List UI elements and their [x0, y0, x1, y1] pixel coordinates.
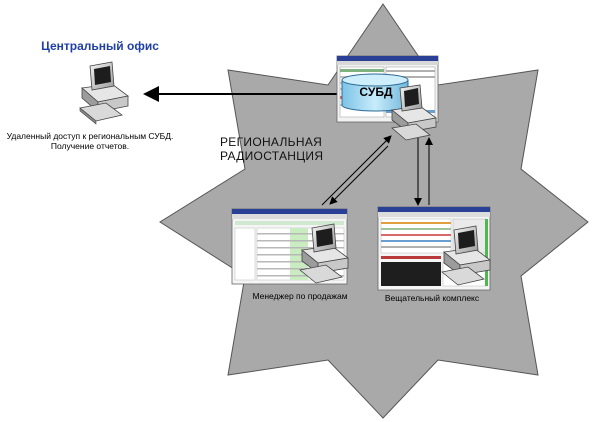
sales-computer-icon	[299, 223, 349, 284]
broadcast-computer-icon	[441, 225, 491, 286]
database-label: СУБД	[359, 85, 393, 99]
office-computer-icon	[79, 61, 129, 125]
sales-manager-label: Менеджер по продажам	[252, 291, 348, 301]
arrow-server-to-sales	[329, 145, 389, 205]
arrow-sales-to-server	[321, 135, 392, 206]
central-office-title: Центральный офис	[41, 39, 159, 53]
region-label: РЕГИОНАЛЬНАЯ РАДИОСТАНЦИЯ	[220, 135, 324, 163]
central-office-description: Удаленный доступ к региональным СУБД. По…	[6, 131, 174, 151]
server-computer-icon	[391, 84, 437, 141]
region-star	[159, 3, 589, 419]
broadcast-screen	[377, 206, 491, 291]
broadcast-label: Вещательный комплекс	[384, 293, 480, 303]
